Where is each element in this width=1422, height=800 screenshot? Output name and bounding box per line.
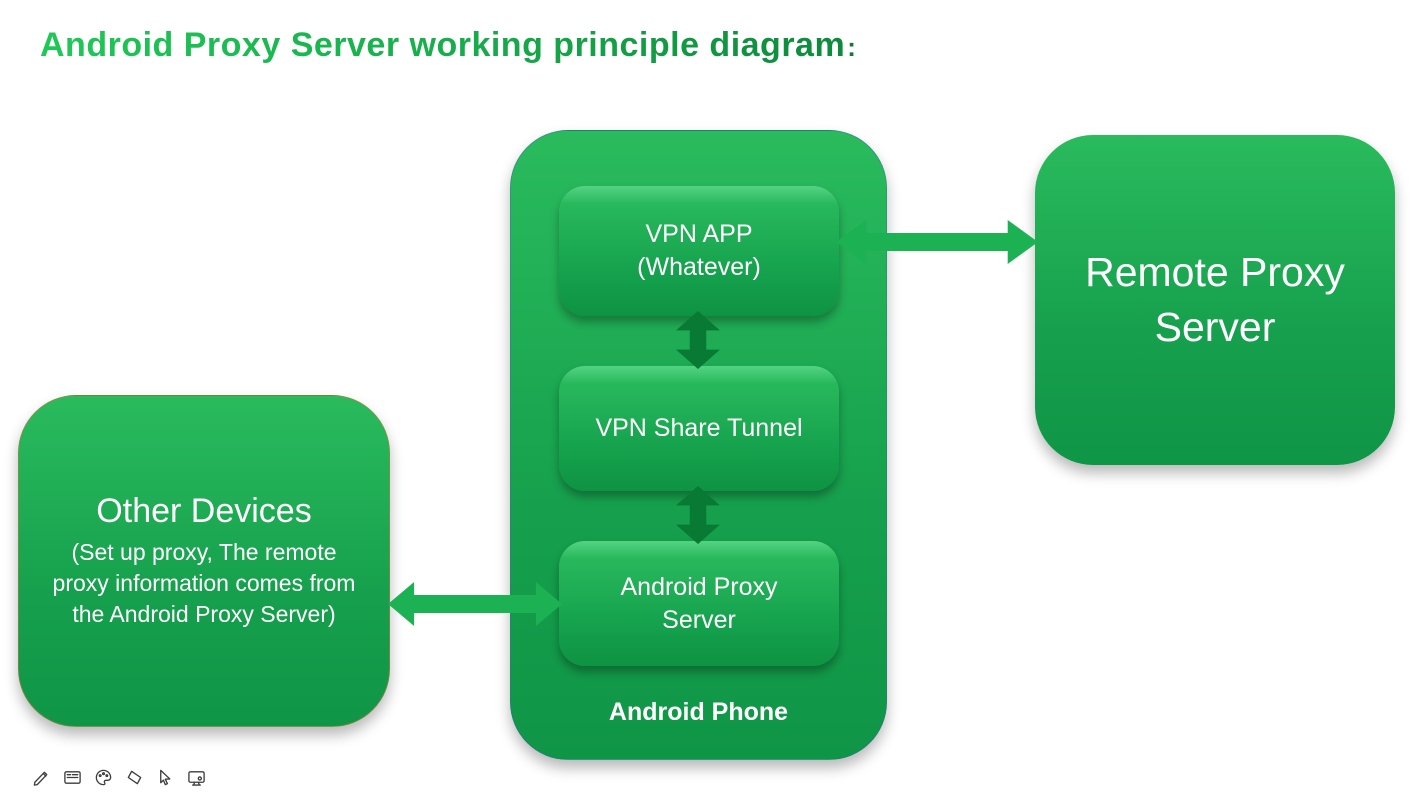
other-devices-title: Other Devices [96,491,312,530]
page-title-colon: : [847,32,857,62]
pen-icon[interactable] [30,766,52,788]
vpn-app-line2: (Whatever) [637,253,761,281]
page-title: Android Proxy Server working principle d… [40,26,856,65]
palette-icon[interactable] [92,766,114,788]
arrow-vpnapp-tunnel [676,311,720,369]
android-phone-container: VPN APP (Whatever) VPN Share Tunnel Andr… [510,130,887,760]
android-phone-label: Android Phone [608,698,789,726]
vpn-app-line1: VPN APP [645,220,753,248]
page-title-text: Android Proxy Server working principle d… [40,26,846,64]
android-proxy-server-box: Android Proxy Server [559,541,839,666]
board-icon[interactable] [61,766,83,788]
remote-proxy-server-box: Remote Proxy Server [1035,135,1395,465]
arrow-otherdevices-proxy [388,580,562,628]
remote-proxy-server-label: Remote Proxy Server [1085,248,1345,350]
android-proxy-server-label: Android Proxy Server [620,572,778,634]
vpn-share-tunnel-label: VPN Share Tunnel [595,414,803,442]
annotation-toolbar [30,766,207,788]
vpn-share-tunnel-box: VPN Share Tunnel [559,366,839,491]
vpn-app-box: VPN APP (Whatever) [559,186,839,316]
other-devices-note: (Set up proxy, The remote proxy informat… [52,538,356,628]
eraser-icon[interactable] [123,766,145,788]
cursor-icon[interactable] [154,766,176,788]
arrow-tunnel-proxy [676,486,720,544]
arrow-vpnapp-remote [836,218,1038,266]
other-devices-box: Other Devices (Set up proxy, The remote … [18,395,390,727]
screen-settings-icon[interactable] [185,766,207,788]
